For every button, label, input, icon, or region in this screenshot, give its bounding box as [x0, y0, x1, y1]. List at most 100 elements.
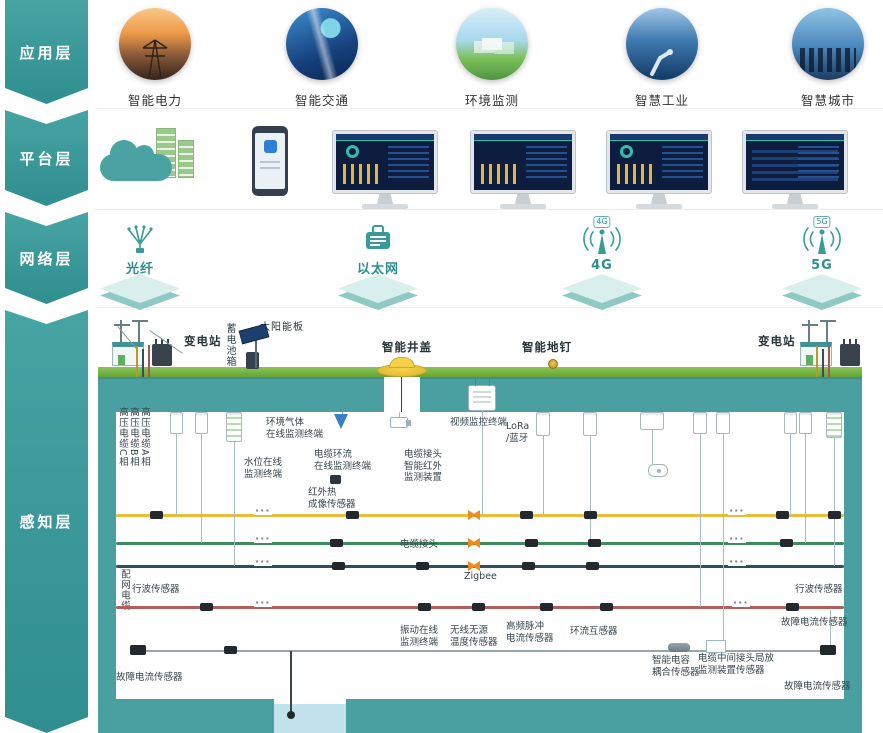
- cable-sensor: [332, 562, 345, 570]
- wireless-sensor-puck: [648, 464, 668, 477]
- monitoring-terminal-box: [170, 412, 183, 434]
- network-item-fiber: 光纤: [80, 216, 200, 310]
- app-item-label: 智能电力: [127, 93, 182, 108]
- network-label-fiber: 光纤: [125, 262, 154, 277]
- cable-ellipsis: ···: [728, 504, 746, 517]
- connector-line: [543, 436, 544, 515]
- screen-header: [336, 134, 434, 141]
- dashboard-screen: [746, 134, 844, 190]
- cable-sensor: [224, 646, 237, 654]
- tunnel-wall-left: [98, 412, 116, 699]
- cable-ellipsis: ···: [728, 555, 746, 568]
- ground-nail-label: 智能地钉: [522, 340, 572, 354]
- cable-sensor: [472, 603, 485, 611]
- traveling-wave-sensor: [786, 603, 799, 611]
- cctv-camera: [390, 417, 411, 428]
- grass-strip: [98, 367, 862, 377]
- gas-monitoring-terminal: [226, 412, 242, 442]
- phone-screen: [255, 133, 285, 189]
- cable-riser: [136, 346, 138, 377]
- layer-label-perception: 感知层: [19, 513, 74, 531]
- screen-header: [474, 134, 572, 141]
- screen-header: [746, 134, 844, 141]
- zigbee-label: Zigbee: [464, 571, 497, 582]
- smart-traffic-photo: [286, 8, 358, 80]
- server-building: [178, 140, 194, 178]
- connector-line: [176, 434, 177, 515]
- lora-bluetooth-label: LoRa /蓝牙: [506, 421, 530, 444]
- smart-ground-nail: [548, 359, 558, 369]
- dist-cable-label: 配网电缆: [119, 569, 130, 611]
- platform-slab: [782, 274, 862, 310]
- dashboard-screen: [474, 134, 572, 190]
- dashboard-screen: [336, 134, 434, 190]
- app-icon: [263, 140, 277, 153]
- cable-phase-c: [116, 514, 844, 517]
- wave-sensor-right-label: 行波传感器: [795, 584, 843, 595]
- connector-line: [482, 411, 483, 515]
- cable-joint-label: 电缆接头: [400, 539, 439, 550]
- platform-slab: [100, 274, 180, 310]
- manhole-label: 智能井盖: [382, 340, 432, 354]
- wave-sensor-left-label: 行波传感器: [132, 584, 180, 595]
- monitor-stand: [651, 194, 667, 204]
- dashboard-screen: [610, 134, 708, 190]
- tunnel-wall-right: [844, 412, 862, 699]
- water-terminal-label: 水位在线 监测终端: [244, 457, 283, 480]
- network-item-4g: 4G 4G: [542, 216, 662, 310]
- video-monitoring-terminal: [468, 378, 496, 411]
- infrared-thermal-camera: [330, 475, 341, 484]
- phase-b-label: 高压电缆B相: [128, 407, 139, 468]
- robot-arm-icon: [650, 49, 673, 76]
- cloud-platform-icon: [98, 122, 206, 202]
- cable-riser: [816, 346, 818, 377]
- platform-slab: [562, 274, 642, 310]
- ct-sensor-label: 环流互感器: [570, 626, 618, 637]
- manhole-cover-dome: [389, 357, 415, 368]
- dashboard-monitor-3: [606, 130, 712, 220]
- crossarm: [114, 324, 130, 326]
- mobile-app-icon: [252, 126, 288, 196]
- battery-box: [246, 352, 259, 369]
- phase-a-label: 高压电缆A相: [139, 407, 150, 467]
- ground-band-bottom: [98, 699, 862, 733]
- cable-sensor: [780, 539, 793, 547]
- connector-line: [399, 412, 400, 418]
- fault-current-sensor: [820, 645, 836, 655]
- cable-sensor: [150, 511, 163, 519]
- cable-ellipsis: ···: [254, 532, 272, 545]
- cable-joint-marker: [468, 561, 480, 571]
- sump-cable-end: [287, 711, 295, 719]
- cable-sensor: [828, 511, 841, 519]
- substation-left-label: 变电站: [184, 334, 222, 348]
- monitor-base: [362, 204, 408, 209]
- battery-box-label: 蓄电池箱: [224, 323, 235, 367]
- smart-city-photo: [792, 8, 864, 80]
- pulse-sensor-label: 高频脉冲 电流传感器: [506, 621, 554, 644]
- connector-line: [590, 436, 591, 543]
- utility-pole: [826, 320, 828, 346]
- row-divider: [95, 108, 883, 109]
- donut-chart: [619, 145, 633, 159]
- connector-line: [805, 434, 806, 543]
- cable-sensor: [520, 511, 533, 519]
- network-label-5g: 5G: [811, 258, 833, 273]
- cable-sensor: [600, 603, 613, 611]
- antenna-5g-icon: [803, 227, 841, 254]
- monitoring-terminal-box: [693, 412, 707, 434]
- cable-riser: [148, 345, 150, 377]
- cable-ellipsis: ···: [254, 504, 272, 517]
- monitor-bezel: [742, 130, 848, 194]
- cable-sensor: [776, 511, 789, 519]
- layer-label-application: 应用层: [19, 43, 74, 62]
- cable-riser: [142, 349, 144, 377]
- monitor-stand: [787, 194, 803, 204]
- connector-line: [652, 430, 653, 466]
- town-silhouette: [482, 38, 502, 50]
- environment-photo: [456, 8, 528, 80]
- connector-line: [700, 434, 701, 607]
- monitoring-terminal-box: [640, 412, 664, 430]
- monitoring-terminal-box: [716, 412, 730, 434]
- monitor-base: [500, 204, 546, 209]
